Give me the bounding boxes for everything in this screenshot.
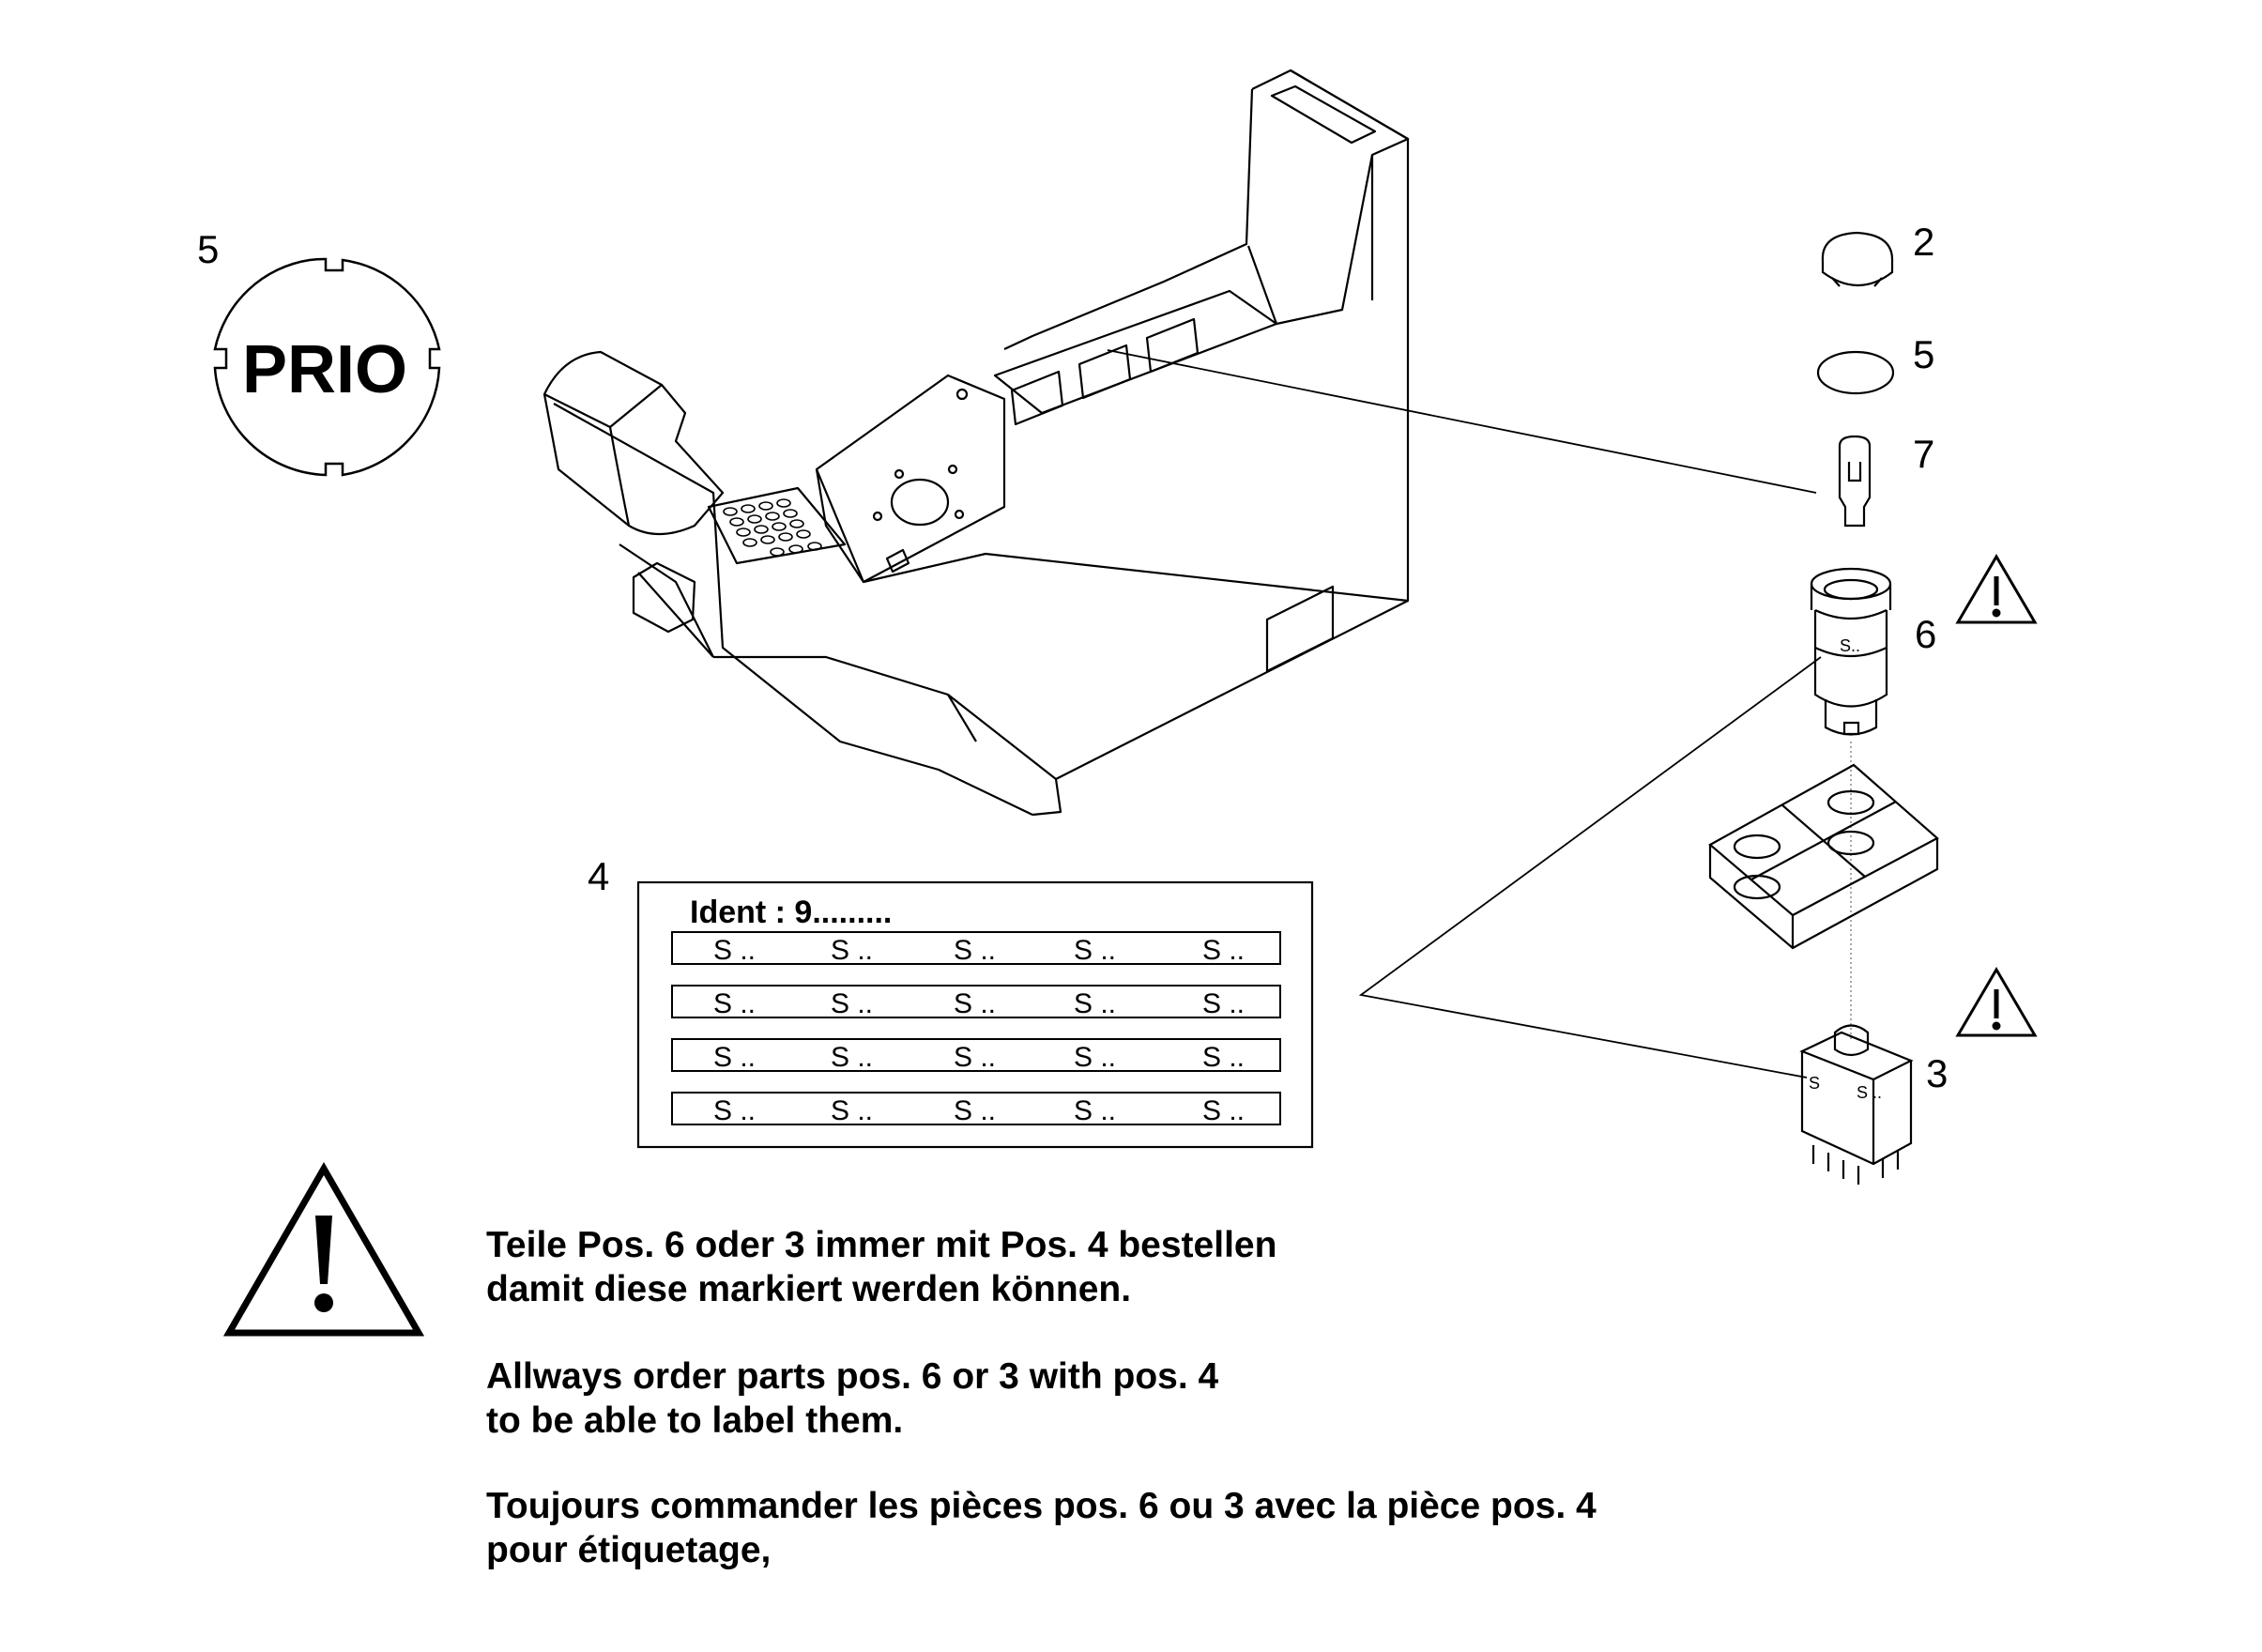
- label-row: [671, 931, 1281, 965]
- note-english: Allways order parts pos. 6 or 3 with pos…: [486, 1354, 1800, 1443]
- round-switch-part: [1810, 567, 1892, 736]
- bulb-part: [1838, 435, 1872, 528]
- label-slot: S ..: [713, 935, 756, 966]
- label-slot: S ..: [954, 1095, 996, 1126]
- large-warning-icon: [222, 1161, 425, 1337]
- label-slot: S ..: [1202, 1042, 1245, 1073]
- square-switch-mark-right: S ..: [1857, 1083, 1882, 1102]
- note-line: Teile Pos. 6 oder 3 immer mit Pos. 4 bes…: [486, 1225, 1277, 1265]
- label-sheet: [636, 880, 1314, 1149]
- note-line: damit diese markiert werden können.: [486, 1269, 1132, 1309]
- label-slot: S ..: [1074, 988, 1116, 1019]
- label-slot: S ..: [831, 1042, 873, 1073]
- label-sheet-ident: Ident : 9.........: [690, 895, 892, 930]
- console-drawing: [543, 69, 1410, 817]
- callout-round-switch: 6: [1915, 612, 1936, 656]
- label-slot: S ..: [713, 988, 756, 1019]
- callout-cap: 2: [1913, 220, 1934, 264]
- label-slot: S ..: [954, 988, 996, 1019]
- note-line: Toujours commander les pièces pos. 6 ou …: [486, 1486, 1597, 1526]
- callout-bulb: 7: [1913, 432, 1934, 476]
- label-slot: S ..: [1202, 1095, 1245, 1126]
- square-switch-mark-left: S: [1809, 1074, 1820, 1093]
- note-french: Toujours commander les pièces pos. 6 ou …: [486, 1484, 1800, 1572]
- note-german: Teile Pos. 6 oder 3 immer mit Pos. 4 bes…: [486, 1223, 1800, 1311]
- label-slot: S ..: [1074, 935, 1116, 966]
- label-slot: S ..: [713, 1042, 756, 1073]
- cap-part: [1821, 231, 1894, 287]
- note-line: pour étiquetage,: [486, 1530, 772, 1570]
- callout-label-sheet: 4: [588, 854, 609, 898]
- prio-label-text: PRIO: [242, 332, 407, 407]
- label-slot: S ..: [713, 1095, 756, 1126]
- label-slot: S ..: [831, 1095, 873, 1126]
- leader-lines-label-sheet: [1358, 656, 1822, 1078]
- callout-ring: 5: [1913, 332, 1934, 376]
- label-slot: S ..: [954, 935, 996, 966]
- label-slot: S ..: [831, 935, 873, 966]
- label-slot: S ..: [1202, 988, 1245, 1019]
- ring-part: [1816, 350, 1895, 395]
- label-slot: S ..: [1074, 1095, 1116, 1126]
- leader-line-bulb: [1107, 349, 1817, 494]
- round-switch-mark: S..: [1840, 636, 1860, 655]
- label-rows: S .. S .. S .. S .. S .. S .. S .. S .. …: [671, 931, 1281, 1126]
- switch-plate-part: [1708, 763, 1939, 950]
- note-line: to be able to label them.: [486, 1400, 904, 1441]
- label-row: [671, 985, 1281, 1018]
- note-line: Allways order parts pos. 6 or 3 with pos…: [486, 1356, 1219, 1397]
- prio-label-disc: [213, 257, 441, 477]
- label-slot: S ..: [1074, 1042, 1116, 1073]
- callout-square-switch: 3: [1926, 1051, 1948, 1095]
- label-slot: S ..: [954, 1042, 996, 1073]
- label-row: [671, 1038, 1281, 1072]
- warning-icon: [1955, 967, 2038, 1037]
- callout-prio-label: 5: [197, 227, 219, 271]
- keypad-buttons: [723, 498, 822, 557]
- warning-icon: [1955, 554, 2038, 624]
- label-slot: S ..: [1202, 935, 1245, 966]
- label-row: [671, 1092, 1281, 1125]
- square-switch-part: [1799, 1024, 1914, 1185]
- label-slot: S ..: [831, 988, 873, 1019]
